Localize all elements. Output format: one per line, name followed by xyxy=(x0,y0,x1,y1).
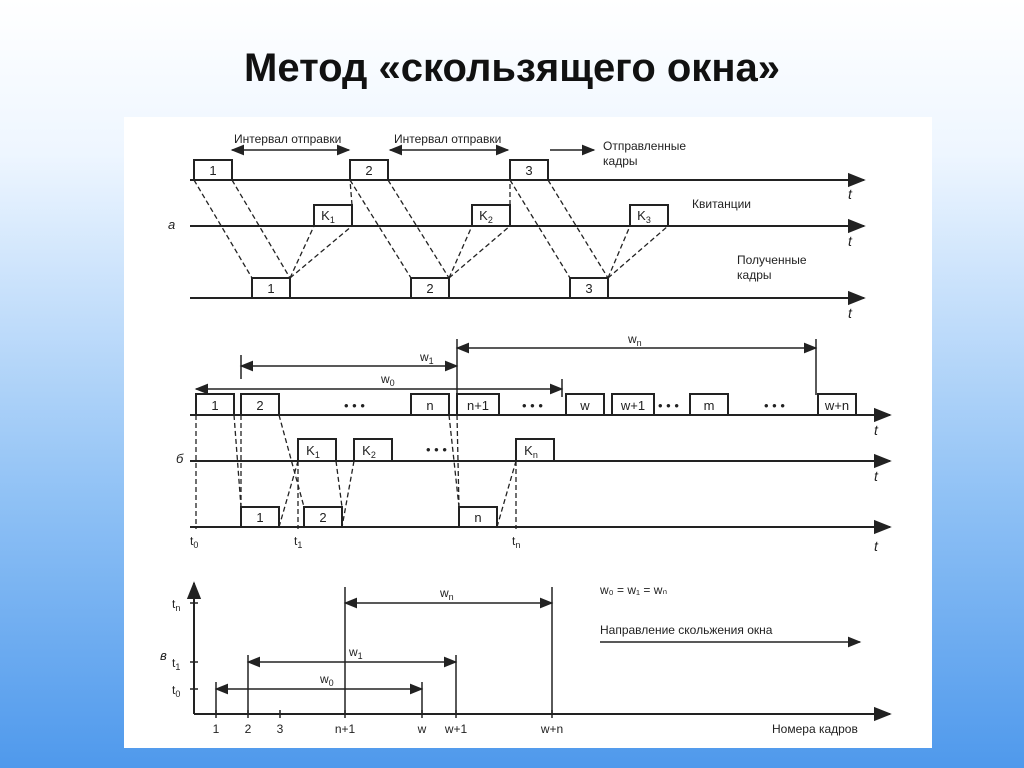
a-ack-3-label: K3 xyxy=(637,208,651,225)
a-recv-label-1: Полученные xyxy=(737,253,807,267)
b-recv-frame-n-label: n xyxy=(474,510,481,525)
c-window-w1-label: w1 xyxy=(348,645,363,661)
b-sent-frame-n-plus-1-label: n+1 xyxy=(467,398,489,413)
a-recv-label-2: кадры xyxy=(737,268,772,282)
c-x-tick-w-plus-1: w+1 xyxy=(444,722,468,736)
a-interval-label-1: Интервал отправки xyxy=(234,132,341,146)
b-tn-label: tn xyxy=(512,534,520,550)
a-recv-frame-2-label: 2 xyxy=(426,281,433,296)
a-ack-2-label: K2 xyxy=(479,208,493,225)
b-recv-frame-1-label: 1 xyxy=(256,510,263,525)
a-axis-t-2: t xyxy=(848,233,853,249)
b-sent-frame-w xyxy=(565,393,605,416)
b-sent-frame-w-plus-1 xyxy=(611,393,655,416)
b-recv-frame-n xyxy=(458,506,498,528)
b-dots-3: • • • xyxy=(658,398,679,413)
a-ack-box-1 xyxy=(313,204,353,227)
a-recv-frame-1-label: 1 xyxy=(267,281,274,296)
b-dots-1: • • • xyxy=(344,398,365,413)
c-direction-label: Направление скольжения окна xyxy=(600,623,773,637)
a-sent-frame-2-label: 2 xyxy=(365,163,372,178)
b-sent-frame-n-plus-1 xyxy=(456,393,500,416)
c-y-t1-label: t1 xyxy=(172,656,180,672)
b-dots-5: • • • xyxy=(426,442,447,457)
a-ack-1-label: K1 xyxy=(321,208,335,225)
b-window-w0-label: w0 xyxy=(380,372,395,388)
b-ack-n-label: Kn xyxy=(524,443,538,460)
b-ack-2-label: K2 xyxy=(362,443,376,460)
c-y-t0-label: t0 xyxy=(172,683,180,699)
slide-title: Метод «скользящего окна» xyxy=(244,46,780,90)
c-window-w0-label: w0 xyxy=(319,672,334,688)
b-t0-label: t0 xyxy=(190,534,198,550)
a-sent-frame-3 xyxy=(509,159,549,181)
c-x-tick-1: 1 xyxy=(213,722,220,736)
b-recv-frame-2-label: 2 xyxy=(319,510,326,525)
a-interval-label-2: Интервал отправки xyxy=(394,132,501,146)
a-sent-frame-1-label: 1 xyxy=(209,163,216,178)
a-recv-frame-1 xyxy=(251,277,291,299)
c-x-tick-2: 2 xyxy=(245,722,252,736)
c-window-verticals xyxy=(215,587,553,714)
b-sent-frame-w-label: w xyxy=(579,398,590,413)
a-sent-frame-1 xyxy=(193,159,233,181)
c-x-tick-w-plus-n: w+n xyxy=(540,722,563,736)
a-axis-t-1: t xyxy=(848,186,853,202)
b-propagation-lines xyxy=(195,414,517,529)
b-axis-t-3: t xyxy=(874,538,879,554)
c-part-label: в xyxy=(160,648,167,663)
a-sent-label-1: Отправленные xyxy=(603,139,686,153)
b-recv-frame-2 xyxy=(303,506,343,528)
b-sent-frame-w-plus-1-label: w+1 xyxy=(620,398,645,413)
b-ack-box-n xyxy=(515,438,555,462)
a-axis-t-3: t xyxy=(848,305,853,321)
b-sent-frame-n-label: n xyxy=(426,398,433,413)
b-sent-frame-m-label: m xyxy=(704,398,715,413)
c-x-tick-n-plus-1: n+1 xyxy=(335,722,356,736)
c-x-axis-label: Номера кадров xyxy=(772,722,858,736)
b-window-wn-label: wn xyxy=(627,332,642,348)
b-part-label: б xyxy=(176,451,184,466)
a-recv-frame-2 xyxy=(410,277,450,299)
b-window-w1-label: w1 xyxy=(419,350,434,366)
b-sent-frame-1 xyxy=(195,393,235,416)
a-propagation-lines xyxy=(193,179,669,279)
a-sent-label-2: кадры xyxy=(603,154,638,168)
c-x-tick-3: 3 xyxy=(277,722,284,736)
c-axis-ticks xyxy=(190,602,553,718)
b-axis-t-1: t xyxy=(874,422,879,438)
b-sent-frame-1-label: 1 xyxy=(211,398,218,413)
sliding-window-diagram: Интервал отправки Интервал отправки Отпр… xyxy=(160,132,892,736)
c-y-tn-label: tn xyxy=(172,597,180,613)
c-window-wn-label: wn xyxy=(439,586,454,602)
b-t1-label: t1 xyxy=(294,534,302,550)
b-ack-box-1 xyxy=(297,438,337,462)
b-sent-frame-2 xyxy=(240,393,280,416)
a-ack-box-2 xyxy=(471,204,511,227)
b-dots-4: • • • xyxy=(764,398,785,413)
b-sent-frame-w-plus-n-label: w+n xyxy=(824,398,849,413)
c-equality-label: w₀ = w₁ = wₙ xyxy=(599,583,667,597)
a-recv-frame-3 xyxy=(569,277,609,299)
b-axis-t-2: t xyxy=(874,468,879,484)
a-recv-frame-3-label: 3 xyxy=(585,281,592,296)
b-sent-frame-m xyxy=(689,393,729,416)
b-sent-frame-w-plus-n xyxy=(817,393,857,416)
figure-panel: Интервал отправки Интервал отправки Отпр… xyxy=(124,117,932,748)
b-ack-1-label: K1 xyxy=(306,443,320,460)
a-ack-label: Квитанции xyxy=(692,197,751,211)
b-dots-2: • • • xyxy=(522,398,543,413)
a-sent-frame-2 xyxy=(349,159,389,181)
c-x-tick-w: w xyxy=(417,722,427,736)
b-sent-frame-n xyxy=(410,393,450,416)
b-sent-frame-2-label: 2 xyxy=(256,398,263,413)
a-part-label: а xyxy=(168,217,175,232)
a-sent-frame-3-label: 3 xyxy=(525,163,532,178)
b-recv-frame-1 xyxy=(240,506,280,528)
b-ack-box-2 xyxy=(353,438,393,462)
a-ack-box-3 xyxy=(629,204,669,227)
